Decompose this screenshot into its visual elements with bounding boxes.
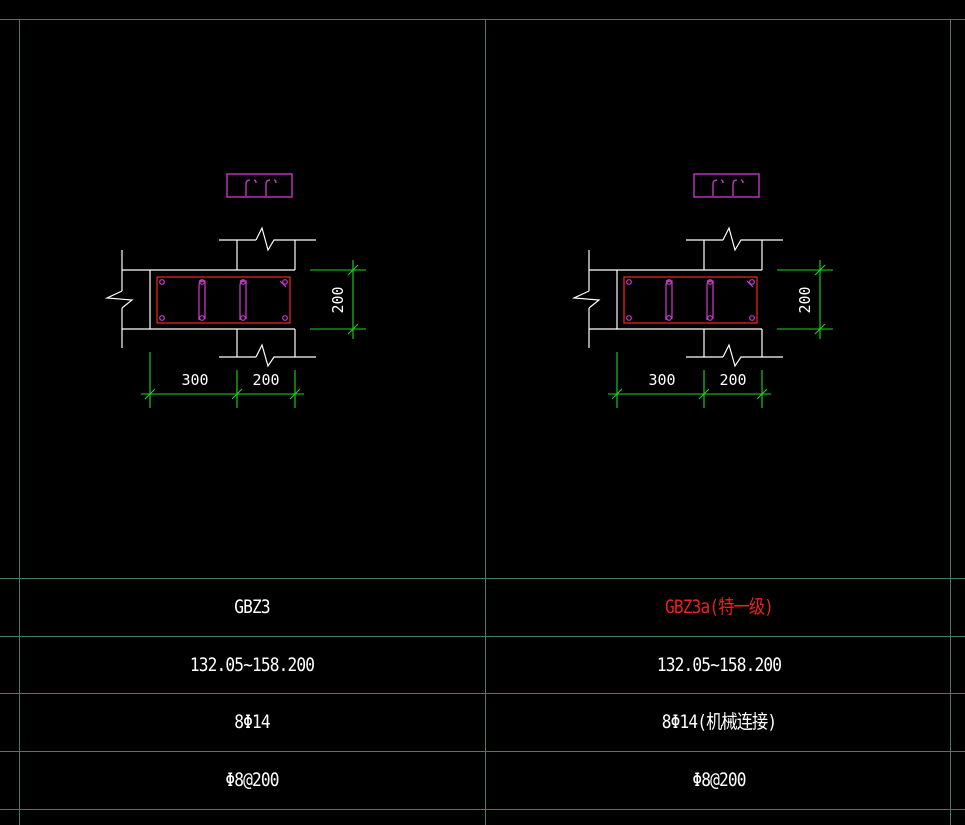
column-name-0: GBZ3 [234,596,270,618]
column-name-1: GBZ3a(特一级) [664,596,774,618]
dim-width-left: 300 [181,371,208,389]
dim-width-right: 200 [252,371,279,389]
stirrup-spec-0: Φ8@200 [225,769,279,791]
dim-height: 200 [796,286,814,313]
wall-outline [104,226,316,368]
rebar-dots [626,279,755,321]
dimension-lines [608,260,833,408]
stirrup-spec-1: Φ8@200 [692,769,746,791]
section-detail-gbz3a: 300 200 200 [571,173,833,408]
rebar-dots [159,279,288,321]
section-detail-gbz3: 300 200 200 [104,173,366,408]
wall-outline [571,226,783,368]
dimension-lines [141,260,366,408]
stirrup-symbol [693,173,760,198]
elevation-0: 132.05~158.200 [189,654,315,676]
stirrup-symbol [226,173,293,198]
dim-width-right: 200 [719,371,746,389]
table-grid [0,19,965,825]
dim-width-left: 300 [648,371,675,389]
hoop-bar [156,276,291,324]
elevation-1: 132.05~158.200 [656,654,782,676]
hoop-bar [623,276,758,324]
tie-bars [198,280,287,320]
longitudinal-rebar-0: 8Φ14 [234,711,270,733]
longitudinal-rebar-1: 8Φ14(机械连接) [661,711,777,733]
dim-height: 200 [329,286,347,313]
tie-bars [665,280,754,320]
